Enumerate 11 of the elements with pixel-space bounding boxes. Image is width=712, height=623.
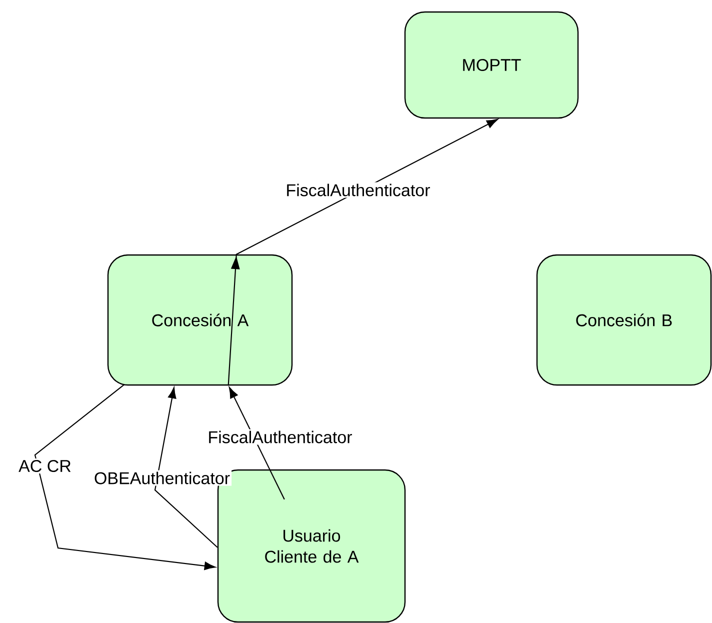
arrow	[154, 387, 218, 548]
process-box: MOPTT	[404, 11, 579, 119]
arrow	[34, 384, 216, 570]
edge-label: FiscalAuthenticator	[206, 429, 354, 445]
process-box: Concesión A	[107, 254, 293, 386]
process-box: Concesión B	[536, 254, 712, 386]
edge-label: OBEAuthenticator	[92, 470, 232, 486]
arrow	[228, 387, 285, 500]
arrow	[228, 118, 498, 384]
edge-label: AC CR	[17, 458, 73, 474]
edge-label: FiscalAuthenticator	[284, 182, 432, 198]
